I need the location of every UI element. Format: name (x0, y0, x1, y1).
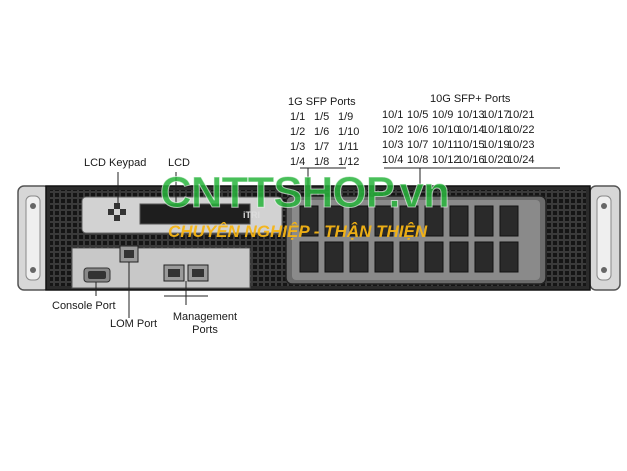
port-number-label: 10/1 (382, 109, 404, 121)
lcd-keypad-label: LCD Keypad (84, 157, 147, 169)
sfp-slot (499, 205, 519, 237)
sfp-slot (374, 241, 394, 273)
left-rack-ear (17, 185, 51, 291)
sfp-slot (374, 205, 394, 237)
sfp-slot (499, 241, 519, 273)
port-number-label: 10/17 (482, 109, 510, 121)
port-number-label: 10/24 (507, 154, 535, 166)
port-number-label: 10/15 (457, 139, 485, 151)
sfp-slot (449, 241, 469, 273)
management-label-line2: Ports (192, 324, 218, 336)
sfp-10g-title: 10G SFP+ Ports (430, 93, 511, 105)
port-number-label: 10/7 (407, 139, 429, 151)
port-number-label: 1/4 (290, 156, 306, 168)
port-column: 10/9 10/10 10/11 10/12 (432, 108, 460, 168)
management-ports-label: Management Ports (170, 311, 240, 337)
port-number-label: 10/8 (407, 154, 429, 166)
sfp-slot (349, 205, 369, 237)
control-bezel (81, 196, 283, 234)
port-number-label: 1/2 (290, 126, 306, 138)
sfp-slots (299, 205, 519, 273)
port-number-label: 10/14 (457, 124, 485, 136)
port-number-label: 10/10 (432, 124, 460, 136)
sfp-slot (399, 241, 419, 273)
lcd-label: LCD (168, 157, 191, 169)
port-column: 10/17 10/18 10/19 10/20 (482, 108, 510, 168)
management-label-line1: Management (172, 311, 238, 323)
port-column: 10/5 10/6 10/7 10/8 (407, 108, 428, 168)
sfp-slot (324, 205, 344, 237)
port-number-label: 10/13 (457, 109, 485, 121)
port-number-label: 10/3 (382, 139, 404, 151)
lcd-keypad (108, 203, 126, 221)
sfp-slot (399, 205, 419, 237)
sfp-slot (449, 205, 469, 237)
sfp-slot (324, 241, 344, 273)
management-ports (163, 264, 209, 282)
sfp-1g-title: 1G SFP Ports (288, 96, 356, 108)
right-rack-ear (589, 185, 621, 291)
lom-port-label: LOM Port (110, 318, 158, 330)
leader-lines (95, 167, 560, 318)
port-number-label: 10/22 (507, 124, 535, 136)
port-number-label: 1/12 (338, 156, 360, 168)
sfp-slot (299, 241, 319, 273)
port-number-label: 10/16 (457, 154, 485, 166)
port-number-label: 10/19 (482, 139, 510, 151)
port-number-label: 1/5 (314, 111, 330, 123)
console-port-label: Console Port (52, 300, 116, 312)
port-number-label: 1/10 (338, 126, 360, 138)
sfp-slot (474, 205, 494, 237)
brand-fragment: iTRI (243, 210, 260, 220)
port-number-label: 10/23 (507, 139, 535, 151)
sfp-slot (424, 241, 444, 273)
port-number-label: 1/7 (314, 141, 330, 153)
port-number-label: 10/11 (432, 139, 459, 151)
port-column: 1/5 1/6 1/7 1/8 (314, 110, 329, 170)
port-column: 1/9 1/10 1/11 1/12 (338, 110, 359, 170)
port-number-label: 1/9 (338, 111, 354, 123)
sfp-slot (349, 241, 369, 273)
console-port (83, 267, 111, 283)
port-number-label: 10/21 (507, 109, 535, 121)
port-number-label: 10/4 (382, 154, 404, 166)
sfp-slot (424, 205, 444, 237)
watermark-tagline: CHUYÊN NGHIỆP - THẬN THIỆN (168, 222, 428, 241)
port-number-label: 1/11 (338, 141, 359, 153)
port-number-label: 10/5 (407, 109, 429, 121)
port-number-label: 1/8 (314, 156, 330, 168)
lom-port (119, 245, 139, 263)
port-number-label: 10/6 (407, 124, 429, 136)
port-column: 1/1 1/2 1/3 1/4 (290, 110, 305, 170)
port-number-label: 1/6 (314, 126, 330, 138)
port-number-label: 10/12 (432, 154, 460, 166)
watermark-logo: CNTTSHOP.vn (160, 168, 451, 218)
port-number-label: 10/20 (482, 154, 510, 166)
port-column: 10/1 10/2 10/3 10/4 (382, 108, 403, 168)
port-number-label: 10/18 (482, 124, 510, 136)
sfp-slot (299, 205, 319, 237)
port-number-label: 1/1 (290, 111, 306, 123)
sfp-slot (474, 241, 494, 273)
port-number-label: 1/3 (290, 141, 306, 153)
port-number-label: 10/9 (432, 109, 454, 121)
port-number-label: 10/2 (382, 124, 404, 136)
port-column: 10/13 10/14 10/15 10/16 (457, 108, 485, 168)
port-column: 10/21 10/22 10/23 10/24 (507, 108, 535, 168)
